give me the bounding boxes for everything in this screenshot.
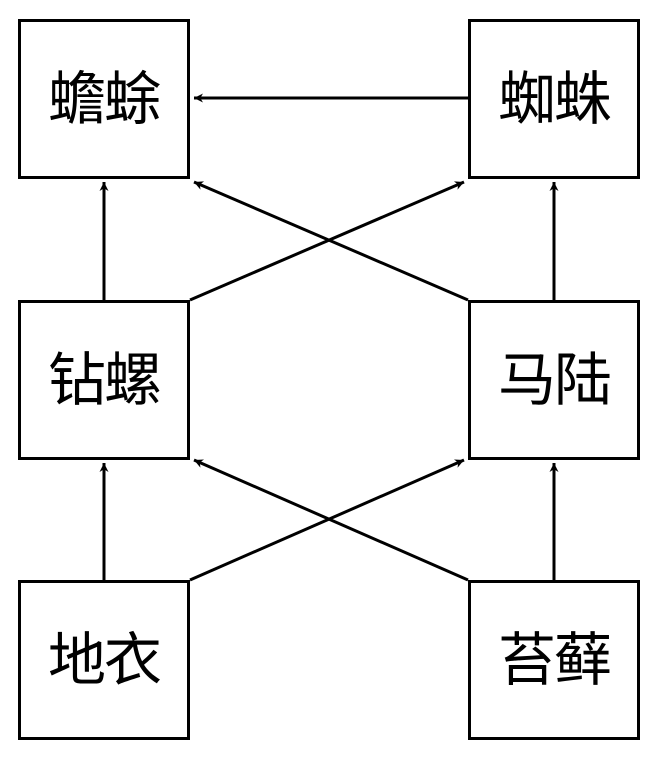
arrow-moss-to-snail (193, 458, 469, 582)
arrow-snail-to-spider (189, 180, 465, 302)
node-snail: 钻螺 (18, 300, 190, 460)
node-millipede: 马陆 (468, 300, 640, 460)
node-toad-label: 蟾蜍 (47, 65, 162, 133)
arrow-lichen-to-millipede (189, 458, 465, 582)
node-moss-label: 苔藓 (497, 626, 612, 694)
node-lichen: 地衣 (18, 580, 190, 740)
node-toad: 蟾蜍 (18, 19, 190, 179)
node-moss: 苔藓 (468, 580, 640, 740)
node-lichen-label: 地衣 (47, 626, 162, 694)
node-spider: 蜘蛛 (468, 19, 640, 179)
arrow-millipede-to-toad (193, 180, 469, 302)
node-spider-label: 蜘蛛 (497, 65, 612, 133)
node-millipede-label: 马陆 (497, 346, 612, 414)
node-snail-label: 钻螺 (47, 346, 162, 414)
